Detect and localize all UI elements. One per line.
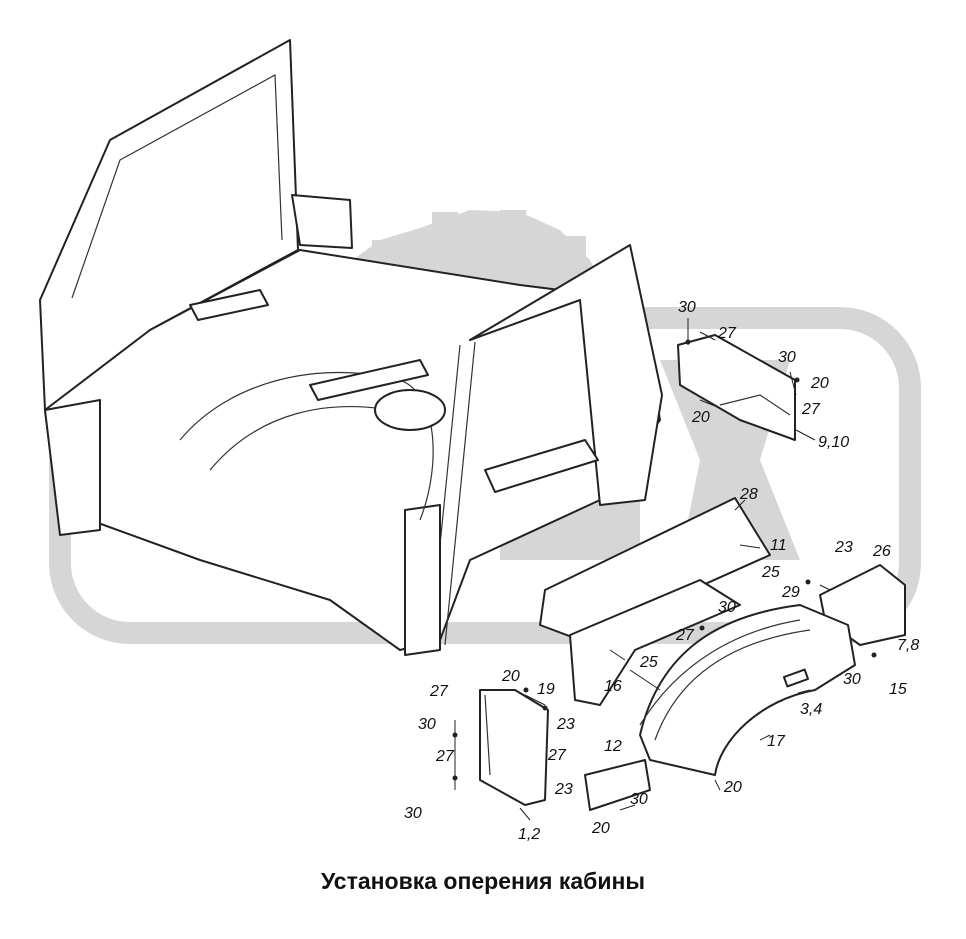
- callout-12: 25: [761, 564, 780, 581]
- callout-17: 16: [604, 678, 622, 695]
- callout-30: 27: [547, 747, 567, 764]
- part-16-panel: [569, 579, 741, 706]
- callout-2: 27: [717, 325, 737, 342]
- callout-31: 23: [554, 781, 573, 798]
- callout-18: 7,8: [897, 637, 919, 654]
- callout-22: 19: [537, 681, 555, 698]
- part-1-2-mudflap: [479, 689, 549, 806]
- callout-7: 9,10: [818, 434, 849, 451]
- callout-27: 3,4: [800, 701, 822, 718]
- callout-16: 25: [639, 654, 658, 671]
- part-3-4-fender: [639, 604, 856, 776]
- callout-35: 20: [591, 820, 610, 837]
- callout-15: 27: [675, 627, 695, 644]
- callout-3: 30: [778, 349, 796, 366]
- callout-34: 30: [404, 805, 422, 822]
- callout-1: 30: [678, 299, 696, 316]
- callout-20: 15: [889, 681, 907, 698]
- callout-labels: 30 27 30 20 20 27 9,10 28 11 23 26 25 29…: [404, 299, 919, 843]
- callout-24: 23: [556, 716, 575, 733]
- part-9-10-panel: [677, 334, 796, 441]
- callout-21: 20: [501, 668, 520, 685]
- callout-36: 1,2: [518, 826, 540, 843]
- callout-14: 30: [718, 599, 736, 616]
- callout-13: 29: [781, 584, 800, 601]
- part-12-strip: [639, 619, 801, 726]
- callout-10: 23: [834, 539, 853, 556]
- callout-4: 20: [810, 375, 829, 392]
- callout-29: 17: [767, 733, 786, 750]
- callout-23: 27: [429, 683, 449, 700]
- callout-28: 12: [604, 738, 622, 755]
- callout-33: 30: [630, 791, 648, 808]
- diagram-caption: Установка оперения кабины: [320, 868, 646, 894]
- callout-25: 30: [418, 716, 436, 733]
- callout-5: 20: [691, 409, 710, 426]
- callout-26: 27: [435, 748, 455, 765]
- fastener-dots: [452, 339, 877, 781]
- cab-body: [39, 39, 663, 656]
- lower-step: [584, 759, 651, 811]
- callout-19: 30: [843, 671, 861, 688]
- callout-8: 28: [739, 486, 758, 503]
- callout-9: 11: [770, 537, 787, 554]
- callout-11: 26: [872, 543, 891, 560]
- callout-32: 20: [723, 779, 742, 796]
- callout-6: 27: [801, 401, 821, 418]
